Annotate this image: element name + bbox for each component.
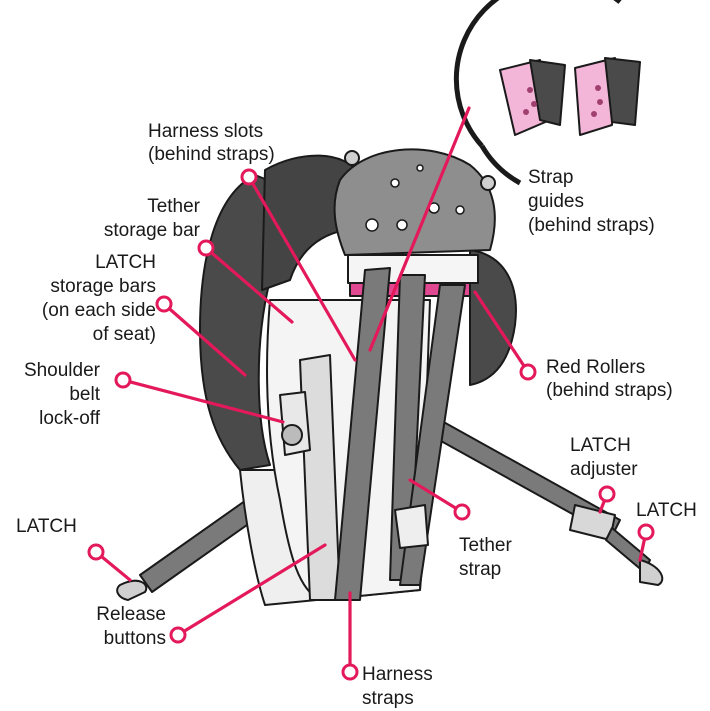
label-latch-adjuster: LATCH adjuster	[570, 435, 638, 480]
svg-text:Harness slots: Harness slots	[148, 121, 263, 142]
svg-text:storage bar: storage bar	[104, 220, 201, 241]
svg-text:of seat): of seat)	[93, 324, 156, 345]
svg-text:adjuster: adjuster	[570, 459, 638, 480]
label-latch-storage-bars: LATCH storage bars (on each side of seat…	[42, 252, 156, 345]
svg-text:Tether: Tether	[459, 535, 512, 556]
label-harness-straps: Harness straps	[362, 664, 433, 709]
label-tether-storage-bar: Tether storage bar	[104, 196, 201, 241]
svg-text:Strap: Strap	[528, 167, 573, 188]
strap-guides-inset	[456, 0, 667, 188]
svg-text:buttons: buttons	[104, 628, 166, 649]
label-red-rollers: Red Rollers (behind straps)	[546, 357, 673, 401]
svg-text:belt: belt	[69, 384, 100, 405]
svg-text:LATCH: LATCH	[95, 252, 156, 273]
svg-text:strap: strap	[459, 559, 501, 580]
svg-text:LATCH: LATCH	[636, 500, 697, 521]
label-tether-strap: Tether strap	[459, 535, 512, 580]
svg-text:Tether: Tether	[147, 196, 200, 217]
svg-text:(on each side: (on each side	[42, 300, 156, 321]
svg-text:storage bars: storage bars	[50, 276, 156, 297]
svg-text:Red Rollers: Red Rollers	[546, 357, 645, 378]
svg-text:guides: guides	[528, 191, 584, 212]
svg-text:LATCH: LATCH	[570, 435, 631, 456]
svg-text:LATCH: LATCH	[16, 516, 77, 537]
svg-text:Shoulder: Shoulder	[24, 360, 101, 381]
svg-text:Release: Release	[96, 604, 166, 625]
label-harness-slots: Harness slots (behind straps)	[148, 121, 275, 165]
svg-text:lock-off: lock-off	[39, 408, 101, 429]
label-release-buttons: Release buttons	[96, 604, 166, 649]
svg-text:straps: straps	[362, 688, 414, 709]
svg-text:(behind straps): (behind straps)	[528, 215, 655, 236]
label-shoulder-belt-lockoff: Shoulder belt lock-off	[24, 360, 101, 429]
label-latch-right: LATCH	[636, 500, 697, 521]
svg-text:(behind straps): (behind straps)	[148, 144, 275, 165]
label-latch-left: LATCH	[16, 516, 77, 537]
svg-text:Harness: Harness	[362, 664, 433, 685]
svg-text:(behind straps): (behind straps)	[546, 380, 673, 401]
